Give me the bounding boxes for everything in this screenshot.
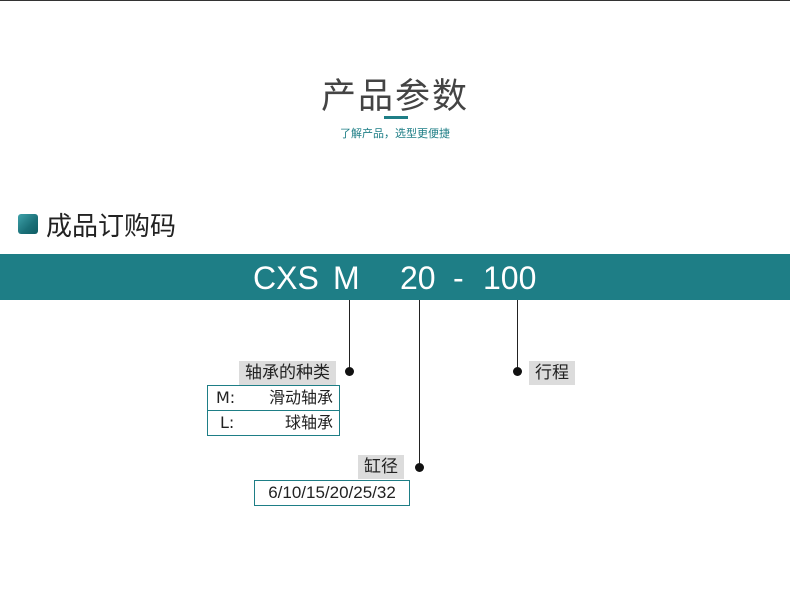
- section-header: 成品订购码: [18, 206, 176, 242]
- bearing-option-code: M:: [216, 388, 236, 407]
- bearing-type-options: M: 滑动轴承 L: 球轴承: [207, 385, 340, 436]
- bore-connector-dot: [415, 463, 424, 472]
- section-title: 成品订购码: [46, 211, 177, 242]
- bore-size-label: 缸径: [358, 455, 404, 479]
- order-code-stroke: 100: [483, 260, 537, 296]
- bearing-option-row: L: 球轴承: [208, 411, 339, 435]
- title-underline: [384, 116, 408, 119]
- page-subtitle: 了解产品，选型更便捷: [340, 127, 450, 140]
- stroke-connector-line: [517, 300, 518, 371]
- stroke-connector-dot: [513, 367, 522, 376]
- order-code-band: CXS M 20 - 100: [0, 254, 790, 300]
- order-code-bore: 20: [400, 260, 436, 296]
- bore-connector-line: [419, 300, 420, 467]
- bore-size-values: 6/10/15/20/25/32: [268, 483, 396, 502]
- page-title: 产品参数: [320, 77, 469, 117]
- order-code-series: CXS: [253, 260, 319, 296]
- stroke-label: 行程: [529, 361, 575, 385]
- bearing-type-label: 轴承的种类: [239, 361, 336, 385]
- bearing-option-desc: 滑动轴承: [268, 388, 333, 407]
- bearing-option-code: L:: [220, 413, 235, 432]
- top-divider: [0, 0, 790, 1]
- teal-square-icon: [18, 214, 38, 234]
- order-code-bearing: M: [333, 260, 360, 296]
- bearing-connector-dot: [345, 367, 354, 376]
- order-code-dash: -: [453, 260, 464, 296]
- bearing-connector-line: [349, 300, 350, 371]
- bore-size-box: 6/10/15/20/25/32: [254, 480, 410, 506]
- bearing-option-row: M: 滑动轴承: [208, 386, 339, 411]
- bearing-option-desc: 球轴承: [284, 413, 333, 432]
